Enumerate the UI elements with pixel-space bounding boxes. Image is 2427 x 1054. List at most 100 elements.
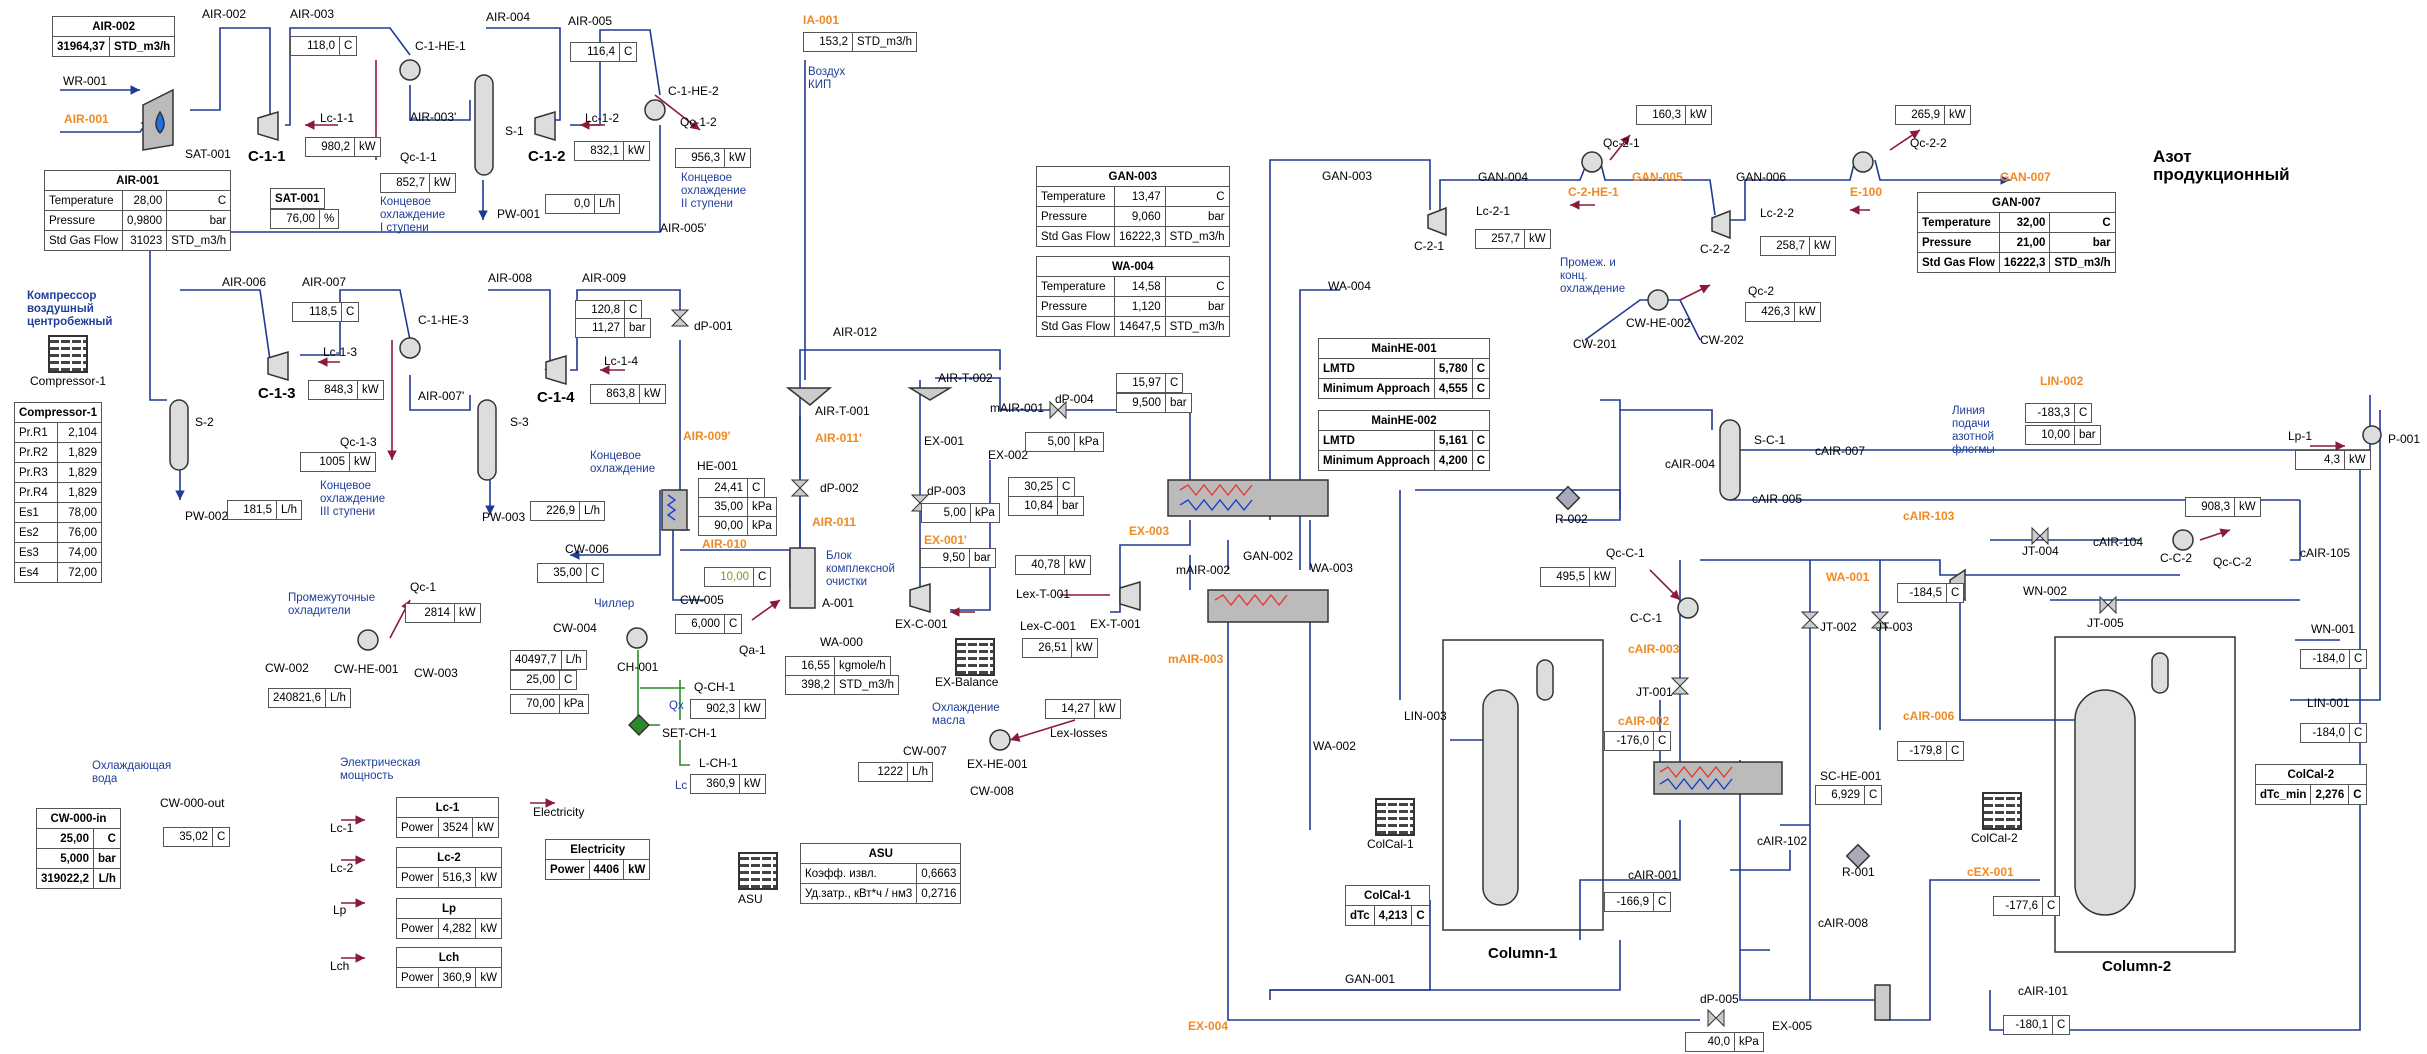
value-box-b64[interactable]: 76,00% <box>270 209 340 229</box>
stream-label-lc-1[interactable]: Lc-1 <box>330 821 354 835</box>
stream-label-qc-1[interactable]: Qc-1 <box>410 580 437 594</box>
stream-label-lc-2[interactable]: Lc-2 <box>330 861 354 875</box>
stream-label-jt-001[interactable]: JT-001 <box>1636 685 1673 699</box>
stream-label-mair-002[interactable]: mAIR-002 <box>1176 563 1231 577</box>
ex-balance-spreadsheet-icon[interactable] <box>955 638 995 676</box>
stream-label-mair-003[interactable]: mAIR-003 <box>1168 652 1224 666</box>
stream-label-c-2-1[interactable]: C-2-1 <box>1414 239 1445 253</box>
stream-label-e-100[interactable]: E-100 <box>1850 185 1883 199</box>
stream-label-jt-002[interactable]: JT-002 <box>1820 620 1857 634</box>
stream-label-air-011p[interactable]: AIR-011' <box>815 431 862 445</box>
stream-label-qc-c-1[interactable]: Qc-C-1 <box>1606 546 1645 560</box>
stream-label-cw-008[interactable]: CW-008 <box>970 784 1014 798</box>
stream-label-jt-004[interactable]: JT-004 <box>2022 544 2059 558</box>
stream-label-air-009[interactable]: AIR-009 <box>582 271 627 285</box>
stream-label-air-012[interactable]: AIR-012 <box>833 325 878 339</box>
stream-label-cair-001[interactable]: cAIR-001 <box>1628 868 1679 882</box>
stream-label-wa-001[interactable]: WA-001 <box>1826 570 1870 584</box>
stream-label-s-2[interactable]: S-2 <box>195 415 214 429</box>
stream-label-lch[interactable]: Lch <box>330 959 350 973</box>
compressor-spreadsheet-icon[interactable] <box>48 335 88 373</box>
stream-label-dp-002[interactable]: dP-002 <box>820 481 859 495</box>
stream-label-cw-005[interactable]: CW-005 <box>680 593 724 607</box>
stream-label-ex-c-001[interactable]: EX-C-001 <box>895 617 948 631</box>
stream-label-compressor-1[interactable]: Compressor-1 <box>30 374 107 388</box>
stream-label-qc-1-3[interactable]: Qc-1-3 <box>340 435 377 449</box>
stream-label-c-1-he-1[interactable]: C-1-HE-1 <box>415 39 466 53</box>
stream-label-cair-003[interactable]: cAIR-003 <box>1628 642 1680 656</box>
stream-label-air-006[interactable]: AIR-006 <box>222 275 267 289</box>
unit-label-c-1-1[interactable]: C-1-1 <box>248 148 286 165</box>
stream-label-r-002[interactable]: R-002 <box>1555 512 1588 526</box>
stream-label-ex-t-001[interactable]: EX-T-001 <box>1090 617 1141 631</box>
stream-label-lc-1-2[interactable]: Lc-1-2 <box>585 111 620 125</box>
stream-label-lin-003[interactable]: LIN-003 <box>1404 709 1447 723</box>
stream-label-qc-c-2[interactable]: Qc-C-2 <box>2213 555 2252 569</box>
stream-label-cw-he-002[interactable]: CW-HE-002 <box>1626 316 1691 330</box>
stream-label-jt-005[interactable]: JT-005 <box>2087 616 2124 630</box>
stream-label-gan-003[interactable]: GAN-003 <box>1322 169 1373 183</box>
stream-label-gan-007[interactable]: GAN-007 <box>2000 170 2051 184</box>
asu-spreadsheet-icon[interactable] <box>738 852 778 890</box>
stream-label-he-001[interactable]: HE-001 <box>697 459 738 473</box>
stream-label-air-008[interactable]: AIR-008 <box>488 271 533 285</box>
unit-label-column-2[interactable]: Column-2 <box>2102 958 2172 975</box>
stream-label-r-001[interactable]: R-001 <box>1842 865 1875 879</box>
stream-label-wa-003[interactable]: WA-003 <box>1310 561 1353 575</box>
stream-label-ia-001[interactable]: IA-001 <box>803 13 840 27</box>
colcal-2-spreadsheet-icon[interactable] <box>1982 792 2022 830</box>
stream-label-cw-002[interactable]: CW-002 <box>265 661 309 675</box>
stream-label-wn-002[interactable]: WN-002 <box>2023 584 2068 598</box>
stream-label-cair-102[interactable]: cAIR-102 <box>1757 834 1808 848</box>
stream-label-pw-003[interactable]: PW-003 <box>482 510 526 524</box>
stream-label-lin-002[interactable]: LIN-002 <box>2040 374 2084 388</box>
stream-label-cair-007[interactable]: cAIR-007 <box>1815 444 1866 458</box>
stream-label-air-009p[interactable]: AIR-009' <box>683 429 731 443</box>
stream-label-c-1-he-2[interactable]: C-1-HE-2 <box>668 84 719 98</box>
stream-label-lex-c-001[interactable]: Lex-C-001 <box>1020 619 1077 633</box>
stream-label-wr-001[interactable]: WR-001 <box>63 74 108 88</box>
stream-label-qc-2-2[interactable]: Qc-2-2 <box>1910 136 1947 150</box>
colcal-1-spreadsheet-icon[interactable] <box>1375 798 1415 836</box>
stream-label-ex-balance[interactable]: EX-Balance <box>935 675 999 689</box>
stream-label-jt-003[interactable]: JT-003 <box>1876 620 1913 634</box>
stream-label-cw-006[interactable]: CW-006 <box>565 542 609 556</box>
stream-label-p-001[interactable]: P-001 <box>2388 432 2421 446</box>
stream-label-qc-1-2[interactable]: Qc-1-2 <box>680 115 717 129</box>
stream-label-s-1[interactable]: S-1 <box>505 124 524 138</box>
stream-label-lc-2-2[interactable]: Lc-2-2 <box>1760 206 1795 220</box>
